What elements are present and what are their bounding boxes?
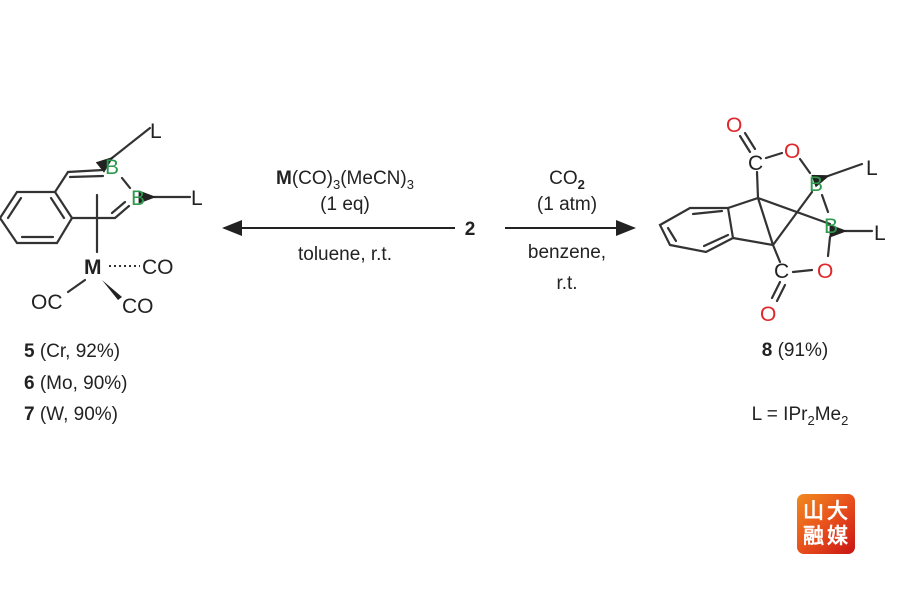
carbonyl-ligand: OC bbox=[31, 291, 63, 314]
svg-text:7 (W, 90%): 7 (W, 90%) bbox=[24, 404, 118, 425]
ligand-definition: L = IPr2Me2 bbox=[752, 404, 849, 428]
vinyl-bonds bbox=[53, 168, 131, 220]
dative-arrow-1 bbox=[95, 126, 152, 173]
oxygen-atom: O bbox=[817, 260, 833, 283]
benzene-ring bbox=[658, 206, 735, 254]
boron-atom: B bbox=[824, 215, 838, 238]
oxygen-atom: O bbox=[726, 114, 742, 137]
carbon-atom: C bbox=[748, 152, 763, 175]
bond bbox=[66, 278, 87, 294]
b-b-bond bbox=[120, 176, 132, 190]
amount-text: (1 atm) bbox=[537, 194, 597, 215]
left-product-structure: B B L L M CO OC CO 5 (Cr, 92%) 6 (Mo, 90… bbox=[0, 120, 203, 425]
carbon-atom: C bbox=[774, 260, 789, 283]
conditions-text: toluene, r.t. bbox=[298, 244, 392, 265]
ligand-l: L bbox=[874, 222, 886, 245]
reagent-text: M(CO)3(MeCN)3 bbox=[276, 168, 414, 192]
media-logo: 山 大 融 媒 bbox=[797, 494, 855, 554]
boron-atom: B bbox=[131, 187, 145, 210]
metal-atom: M bbox=[84, 256, 102, 279]
solvent-text: benzene, bbox=[528, 242, 606, 263]
ring-bonds bbox=[726, 170, 832, 264]
boron-atom: B bbox=[105, 156, 119, 179]
right-product-structure: O C O B B L L O C O 8 (91%) bbox=[658, 114, 886, 361]
amount-text: (1 eq) bbox=[320, 194, 370, 215]
temperature-text: r.t. bbox=[556, 273, 577, 294]
boron-atom: B bbox=[809, 173, 823, 196]
oxygen-atom: O bbox=[760, 303, 776, 326]
dative-arrow-1 bbox=[811, 162, 864, 188]
ligand-l: L bbox=[150, 120, 162, 143]
compound-labels: 5 (Cr, 92%) 6 (Mo, 90%) 7 (W, 90%) bbox=[24, 341, 128, 425]
carbonyl-ligand: CO bbox=[142, 256, 174, 279]
svg-text:6 (Mo, 90%): 6 (Mo, 90%) bbox=[24, 373, 128, 394]
svg-text:5 (Cr, 92%): 5 (Cr, 92%) bbox=[24, 341, 120, 362]
ligand-l: L bbox=[191, 187, 203, 210]
carbonyl-bonds bbox=[738, 131, 832, 303]
ligand-l: L bbox=[866, 157, 878, 180]
oxygen-atom: O bbox=[784, 140, 800, 163]
starting-material-number: 2 bbox=[465, 219, 476, 240]
carbonyl-ligand: CO bbox=[122, 295, 154, 318]
compound-label: 8 (91%) bbox=[762, 340, 829, 361]
left-reaction-arrow: M(CO)3(MeCN)3 (1 eq) toluene, r.t. bbox=[222, 168, 455, 265]
right-reaction-arrow: CO2 (1 atm) benzene, r.t. bbox=[505, 168, 636, 294]
benzene-ring bbox=[0, 190, 74, 245]
wedge-bond bbox=[102, 280, 122, 300]
reagent-text: CO2 bbox=[549, 168, 585, 192]
